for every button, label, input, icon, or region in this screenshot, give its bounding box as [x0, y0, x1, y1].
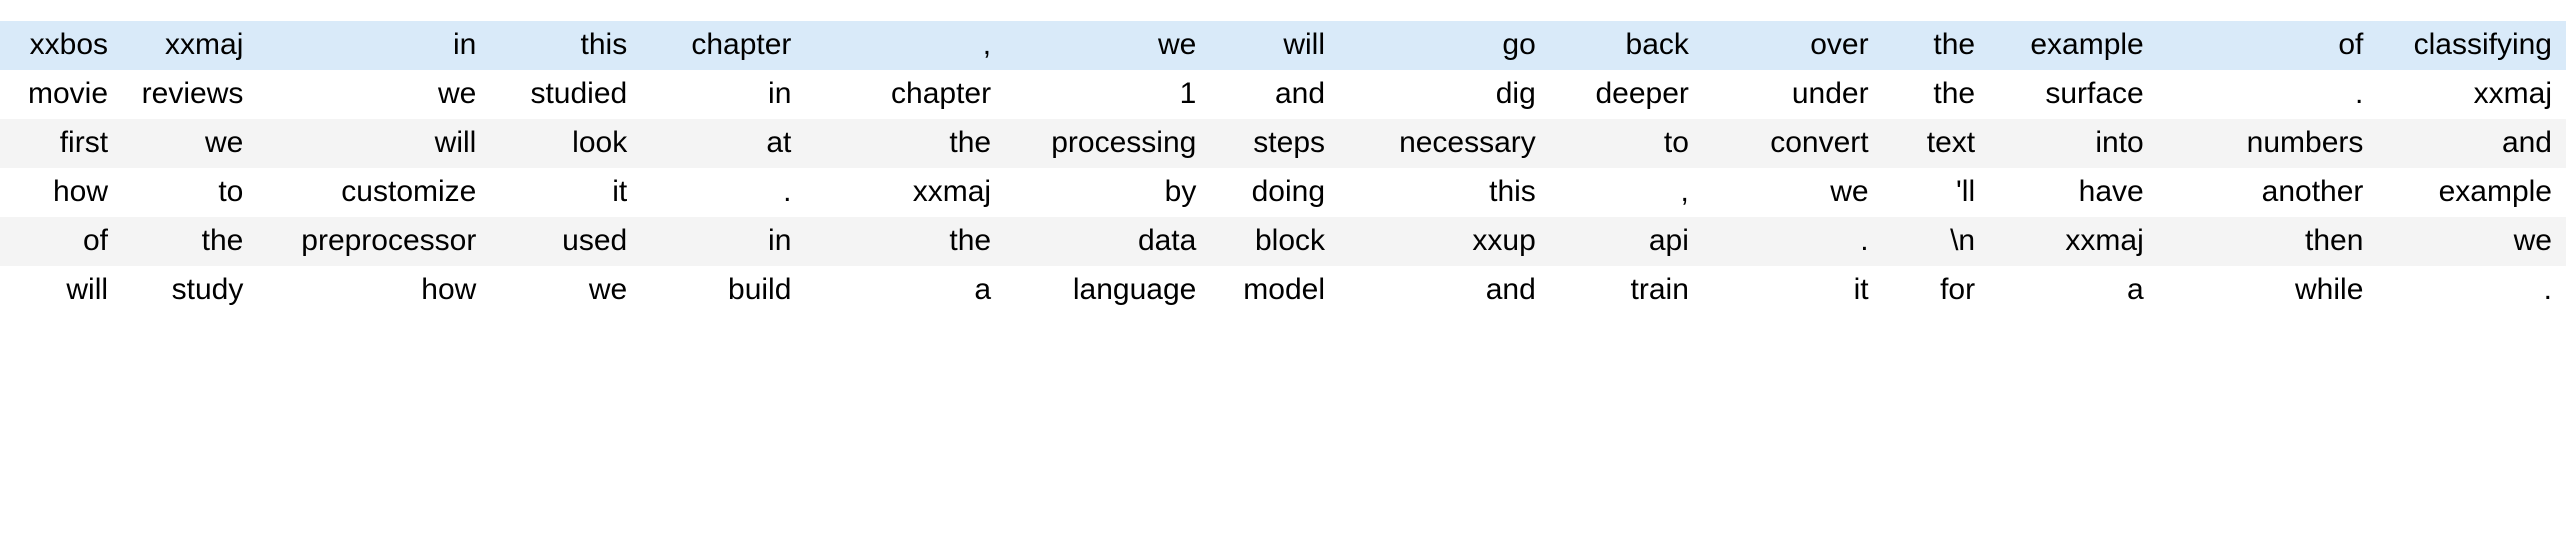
- token-cell: then: [2157, 217, 2378, 266]
- token-cell: will: [1210, 21, 1340, 70]
- token-cell: surface: [1989, 70, 2158, 119]
- token-cell: classifying: [2377, 21, 2566, 70]
- token-cell: by: [1005, 168, 1211, 217]
- token-cell: the: [805, 217, 1006, 266]
- token-cell: it: [490, 168, 642, 217]
- token-cell: used: [490, 217, 642, 266]
- token-cell: .: [2377, 266, 2566, 315]
- token-cell: will: [257, 119, 491, 168]
- token-cell: example: [2377, 168, 2566, 217]
- token-cell: we: [1702, 168, 1883, 217]
- token-cell: the: [1882, 21, 1990, 70]
- token-cell: chapter: [805, 70, 1006, 119]
- token-cell: block: [1210, 217, 1340, 266]
- token-cell: necessary: [1339, 119, 1550, 168]
- token-cell: doing: [1210, 168, 1340, 217]
- token-cell: customize: [257, 168, 491, 217]
- token-cell: to: [1549, 119, 1703, 168]
- token-cell: numbers: [2157, 119, 2378, 168]
- token-cell: in: [641, 70, 806, 119]
- token-cell: chapter: [641, 21, 806, 70]
- token-cell: xxmaj: [122, 21, 258, 70]
- token-cell: preprocessor: [257, 217, 491, 266]
- token-cell: we: [2377, 217, 2566, 266]
- token-cell: dig: [1339, 70, 1550, 119]
- token-cell: another: [2157, 168, 2378, 217]
- token-cell: we: [122, 119, 258, 168]
- token-cell: example: [1989, 21, 2158, 70]
- token-cell: data: [1005, 217, 1211, 266]
- token-cell: in: [257, 21, 491, 70]
- token-cell: and: [1339, 266, 1550, 315]
- token-cell: have: [1989, 168, 2158, 217]
- token-cell: will: [0, 266, 123, 315]
- token-cell: convert: [1702, 119, 1883, 168]
- token-cell: it: [1702, 266, 1883, 315]
- token-cell: a: [805, 266, 1006, 315]
- token-cell: in: [641, 217, 806, 266]
- token-cell: go: [1339, 21, 1550, 70]
- token-cell: xxmaj: [1989, 217, 2158, 266]
- token-cell: deeper: [1549, 70, 1703, 119]
- token-cell: xxbos: [0, 21, 123, 70]
- token-cell: xxmaj: [2377, 70, 2566, 119]
- token-cell: look: [490, 119, 642, 168]
- token-cell: how: [0, 168, 123, 217]
- token-cell: processing: [1005, 119, 1211, 168]
- token-cell: this: [1339, 168, 1550, 217]
- token-cell: the: [805, 119, 1006, 168]
- token-cell: under: [1702, 70, 1883, 119]
- token-cell: first: [0, 119, 123, 168]
- token-cell: to: [122, 168, 258, 217]
- token-cell: ,: [805, 21, 1006, 70]
- token-cell: we: [1005, 21, 1211, 70]
- token-cell: at: [641, 119, 806, 168]
- token-cell: we: [257, 70, 491, 119]
- token-cell: studied: [490, 70, 642, 119]
- token-cell: the: [122, 217, 258, 266]
- token-cell: into: [1989, 119, 2158, 168]
- token-cell: api: [1549, 217, 1703, 266]
- token-cell: for: [1882, 266, 1990, 315]
- token-cell: this: [490, 21, 642, 70]
- token-cell: build: [641, 266, 806, 315]
- token-cell: the: [1882, 70, 1990, 119]
- token-cell: xxmaj: [805, 168, 1006, 217]
- token-cell: and: [2377, 119, 2566, 168]
- token-cell: train: [1549, 266, 1703, 315]
- token-cell: model: [1210, 266, 1340, 315]
- token-cell: how: [257, 266, 491, 315]
- token-cell: of: [2157, 21, 2378, 70]
- token-cell: steps: [1210, 119, 1340, 168]
- token-cell: movie: [0, 70, 123, 119]
- token-cell: back: [1549, 21, 1703, 70]
- token-cell: .: [2157, 70, 2378, 119]
- token-cell: .: [1702, 217, 1883, 266]
- token-cell: text: [1882, 119, 1990, 168]
- token-cell: of: [0, 217, 123, 266]
- token-cell: we: [490, 266, 642, 315]
- token-cell: xxup: [1339, 217, 1550, 266]
- token-cell: 1: [1005, 70, 1211, 119]
- token-cell: language: [1005, 266, 1211, 315]
- token-cell: while: [2157, 266, 2378, 315]
- token-cell: ,: [1549, 168, 1703, 217]
- token-cell: study: [122, 266, 258, 315]
- token-cell: reviews: [122, 70, 258, 119]
- token-cell: and: [1210, 70, 1340, 119]
- token-cell: a: [1989, 266, 2158, 315]
- token-cell: 'll: [1882, 168, 1990, 217]
- token-cell: over: [1702, 21, 1883, 70]
- token-cell: \n: [1882, 217, 1990, 266]
- token-cell: .: [641, 168, 806, 217]
